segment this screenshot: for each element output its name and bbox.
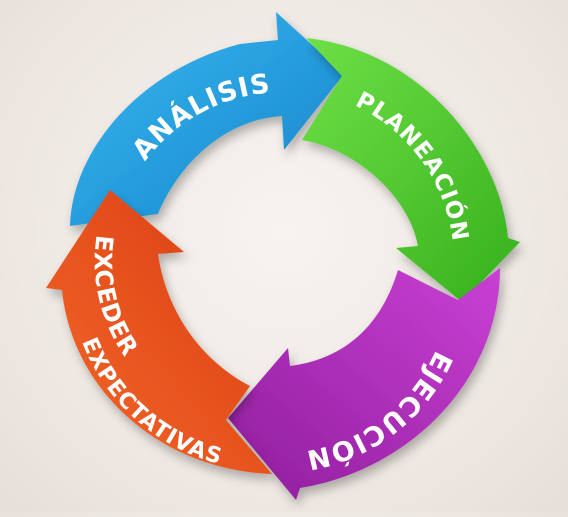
- segment-planeacion: [302, 38, 520, 302]
- segment-exceder: [46, 190, 272, 474]
- segment-analisis: [70, 12, 344, 226]
- segment-ejecucion: [228, 268, 500, 500]
